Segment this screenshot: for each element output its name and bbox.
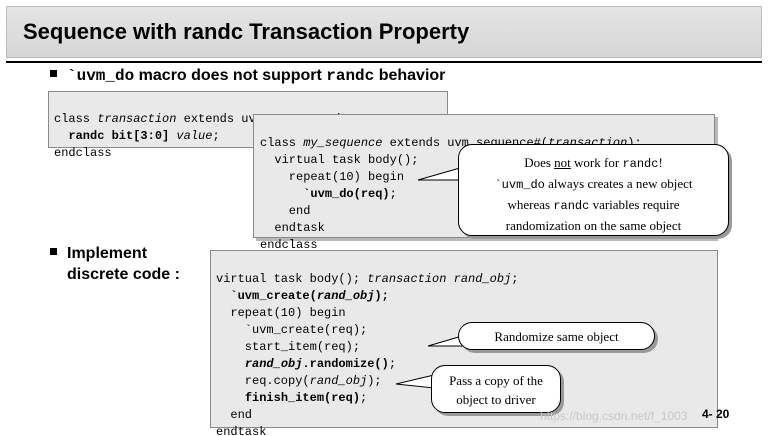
code-line: end xyxy=(260,204,311,218)
bullet2-line2: discrete code : xyxy=(67,266,180,283)
code-line: req.copy(rand_obj); xyxy=(216,374,382,388)
bullet-square-icon xyxy=(50,248,57,255)
slide-title: Sequence with randc Transaction Property xyxy=(23,19,470,44)
callout-line: whereas randc variables require xyxy=(507,197,680,213)
code-line: `uvm_do(req); xyxy=(303,187,397,201)
code-line: endclass xyxy=(54,146,112,160)
code-line: finish_item(req); xyxy=(244,391,368,405)
title-bar: Sequence with randc Transaction Property xyxy=(6,6,762,58)
callout-line: `uvm_do always creates a new object xyxy=(494,176,693,192)
callout-randomize: Randomize same object xyxy=(458,322,655,350)
callout-line: Pass a copy of the xyxy=(449,373,543,388)
callout-line: object to driver xyxy=(456,392,536,407)
watermark: https://blog.csdn.net/f_1003 xyxy=(540,409,688,423)
bullet-implement-discrete: Implement discrete code : xyxy=(50,243,180,285)
code-line: endtask xyxy=(260,221,325,235)
bullet-text-end: behavior xyxy=(374,67,446,84)
code-line: end xyxy=(216,408,253,422)
code-line: endclass xyxy=(260,238,318,252)
code-line: endtask xyxy=(216,425,267,436)
bullet-text-mid: macro does not support xyxy=(134,67,327,84)
bullet-code-randc: randc xyxy=(326,67,375,85)
code-line: repeat(10) begin xyxy=(260,170,405,184)
code-line: virtual task body(); transaction rand_ob… xyxy=(216,272,519,286)
code-line: `uvm_create(req); xyxy=(216,323,368,337)
callout-not-work: Does not work for randc! `uvm_do always … xyxy=(458,144,729,236)
code-line: randc bit[3:0] value; xyxy=(54,129,220,143)
code-line: `uvm_create(rand_obj); xyxy=(230,289,389,303)
code-line: start_item(req); xyxy=(216,340,361,354)
callout-randomize-text: Randomize same object xyxy=(494,329,619,344)
callout-line: Does not work for randc! xyxy=(524,155,663,171)
bullet-uvm-do-limitation: `uvm_do macro does not support randc beh… xyxy=(50,67,445,85)
page-number: 4- 20 xyxy=(702,407,730,421)
bullet-code-uvm-do: `uvm_do xyxy=(67,67,135,85)
callout-copy: Pass a copy of the object to driver xyxy=(431,365,561,413)
code-line: rand_obj.randomize(); xyxy=(244,357,397,371)
code-line: virtual task body(); xyxy=(260,153,419,167)
bullet2-line1: Implement xyxy=(67,245,148,262)
callout-line: randomization on the same object xyxy=(505,218,682,233)
code-line: repeat(10) begin xyxy=(216,306,346,320)
bullet-square-icon xyxy=(50,70,57,77)
title-divider xyxy=(6,61,762,63)
